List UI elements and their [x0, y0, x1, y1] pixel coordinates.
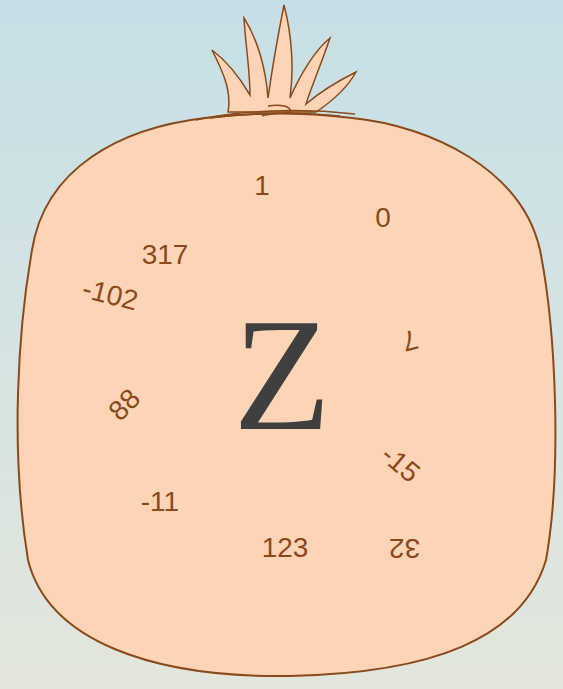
fruit-crown	[212, 5, 356, 112]
crown-base-scribble	[196, 105, 355, 120]
number-label: -11	[141, 488, 179, 516]
number-label: -102	[79, 275, 140, 316]
number-label: 88	[104, 384, 146, 426]
number-label: -15	[376, 440, 425, 487]
number-label: 123	[262, 534, 309, 562]
set-symbol: Z	[233, 295, 331, 455]
number-label: 32	[389, 534, 420, 562]
number-label: 0	[375, 204, 391, 232]
number-label: 1	[254, 172, 270, 200]
number-label: 317	[142, 241, 189, 269]
number-label: 7	[399, 324, 421, 355]
fruit-body	[18, 114, 556, 677]
